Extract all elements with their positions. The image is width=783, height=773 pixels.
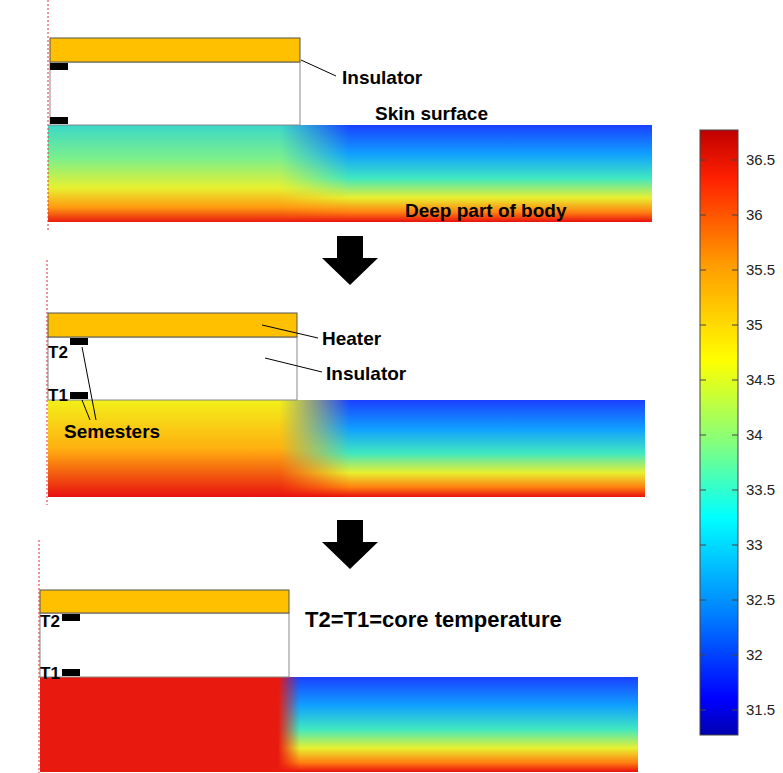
tick-mark (700, 545, 706, 546)
tick-mark (700, 435, 706, 436)
colorbar-tick: 31.5 (746, 701, 775, 718)
tick-mark (700, 270, 706, 271)
tick-mark (700, 655, 706, 656)
tick-mark (700, 325, 706, 326)
part-label: Deep part of body (405, 200, 567, 222)
tick-mark (732, 380, 738, 381)
colorbar-tick: 33 (746, 536, 763, 553)
tick-mark (732, 545, 738, 546)
tick-mark (732, 435, 738, 436)
part-label: Insulator (342, 67, 422, 89)
part-label: Heater (322, 328, 381, 350)
part-label: Skin surface (375, 103, 488, 125)
sensor-label: T2 (40, 612, 60, 632)
colorbar-tick: 35 (746, 316, 763, 333)
tick-mark (732, 490, 738, 491)
colorbar-tick: 33.5 (746, 481, 775, 498)
tick-mark (700, 380, 706, 381)
result-label: T2=T1=core temperature (305, 607, 562, 632)
tick-mark (700, 710, 706, 711)
part-label: Semesters (64, 421, 160, 443)
colorbar-tick: 36.5 (746, 151, 775, 168)
tick-mark (732, 270, 738, 271)
colorbar-tick: 34 (746, 426, 763, 443)
tick-mark (732, 710, 738, 711)
tick-mark (732, 160, 738, 161)
tick-mark (732, 215, 738, 216)
colorbar-tick: 32 (746, 646, 763, 663)
tick-mark (732, 655, 738, 656)
sensor-label: T1 (48, 386, 68, 406)
tick-mark (732, 325, 738, 326)
sensor-label: T2 (48, 343, 68, 363)
tick-mark (700, 490, 706, 491)
colorbar-tick: 35.5 (746, 261, 775, 278)
colorbar-tick: 34.5 (746, 371, 775, 388)
sensor-label: T1 (40, 664, 60, 684)
colorbar-tick: 32.5 (746, 591, 775, 608)
part-label: Insulator (326, 363, 406, 385)
tick-mark (700, 600, 706, 601)
colorbar-tick: 36 (746, 206, 763, 223)
tick-mark (700, 215, 706, 216)
tick-mark (732, 600, 738, 601)
tick-mark (700, 160, 706, 161)
